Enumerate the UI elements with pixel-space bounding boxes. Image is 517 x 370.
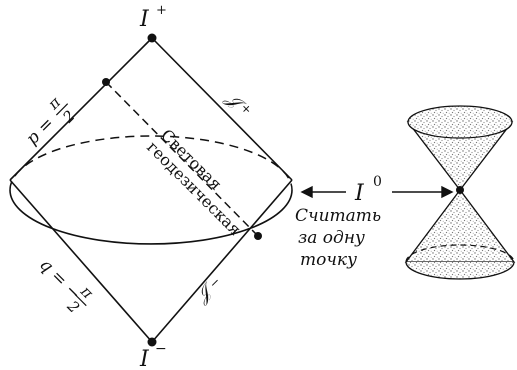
i-plus-label: I xyxy=(139,7,150,32)
scri-plus-sub: + xyxy=(238,100,255,117)
q-edge xyxy=(9,179,153,343)
upper-cone-rim xyxy=(407,105,513,139)
i-minus-label: I xyxy=(139,347,150,370)
lower-cone-front-rim xyxy=(405,261,515,280)
i-minus-point xyxy=(147,337,157,347)
ellipse-back-arc xyxy=(9,135,293,191)
geodesic-start-point xyxy=(102,78,110,86)
double-cone xyxy=(404,105,516,280)
note-line1: Считать xyxy=(295,206,381,226)
p-eq-text: p = xyxy=(22,113,58,149)
i-plus-sup: + xyxy=(156,3,167,18)
lower-cone xyxy=(404,188,516,263)
note-line2: за одну xyxy=(298,228,365,248)
left-arrow-head xyxy=(300,185,313,199)
q-fraction-bar xyxy=(74,293,87,307)
p-edge xyxy=(9,37,153,181)
scri-minus-edge xyxy=(151,179,293,343)
i-zero-label: I xyxy=(354,181,365,206)
i-minus-sup: − xyxy=(155,341,167,357)
right-arrow-head xyxy=(441,185,454,199)
p-fraction-bar xyxy=(55,103,69,116)
q-equals-label: q = − π 2 xyxy=(35,255,97,317)
i-plus-point xyxy=(147,33,157,43)
geodesic-end-point xyxy=(254,232,262,240)
note-line3: точку xyxy=(300,250,357,270)
scri-plus-edge xyxy=(151,37,293,181)
light-geodesic-line xyxy=(105,81,259,237)
ellipse-front-arc xyxy=(9,189,293,245)
i-zero-sup: 0 xyxy=(373,174,382,190)
diamond-outline xyxy=(9,37,293,343)
i-zero-arrows xyxy=(300,185,454,199)
cone-apex-point xyxy=(456,186,464,194)
